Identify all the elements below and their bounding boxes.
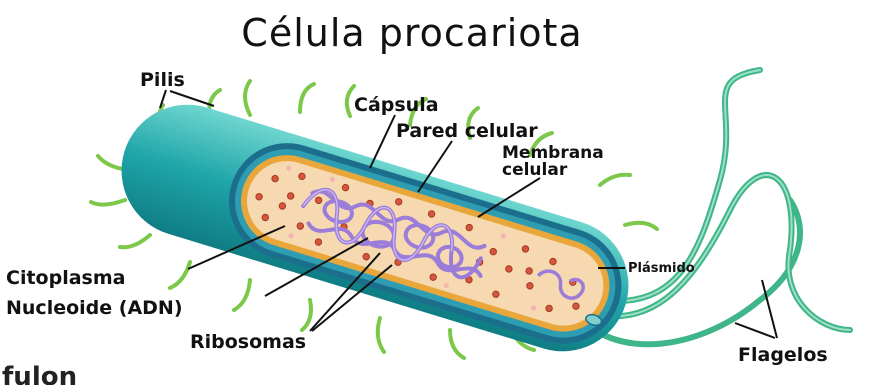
pilus <box>170 262 190 288</box>
label-pared-celular: Pared celular <box>396 120 538 142</box>
pilus <box>245 81 250 115</box>
logo: fulon <box>2 362 77 385</box>
label-membrana-2: celular <box>502 160 568 180</box>
label-plasmido: Plásmido <box>628 261 695 276</box>
pilus <box>302 300 311 330</box>
pilus <box>120 235 150 247</box>
pilus <box>600 175 630 185</box>
pilus <box>300 84 314 112</box>
pilus <box>91 200 125 205</box>
label-citoplasma: Citoplasma <box>6 267 125 289</box>
pilus <box>378 318 384 352</box>
label-ribosomas: Ribosomas <box>190 331 306 353</box>
pilus <box>347 86 354 116</box>
cell-body <box>105 88 645 367</box>
label-nucleoide: Nucleoide (ADN) <box>6 297 183 319</box>
pilus <box>234 280 250 310</box>
pilus <box>450 330 464 358</box>
diagram-title: Célula procariota <box>241 11 582 55</box>
pilus <box>625 223 657 229</box>
label-flagelos: Flagelos <box>738 344 828 366</box>
label-pilis: Pilis <box>140 69 185 91</box>
label-capsula: Cápsula <box>354 94 439 116</box>
